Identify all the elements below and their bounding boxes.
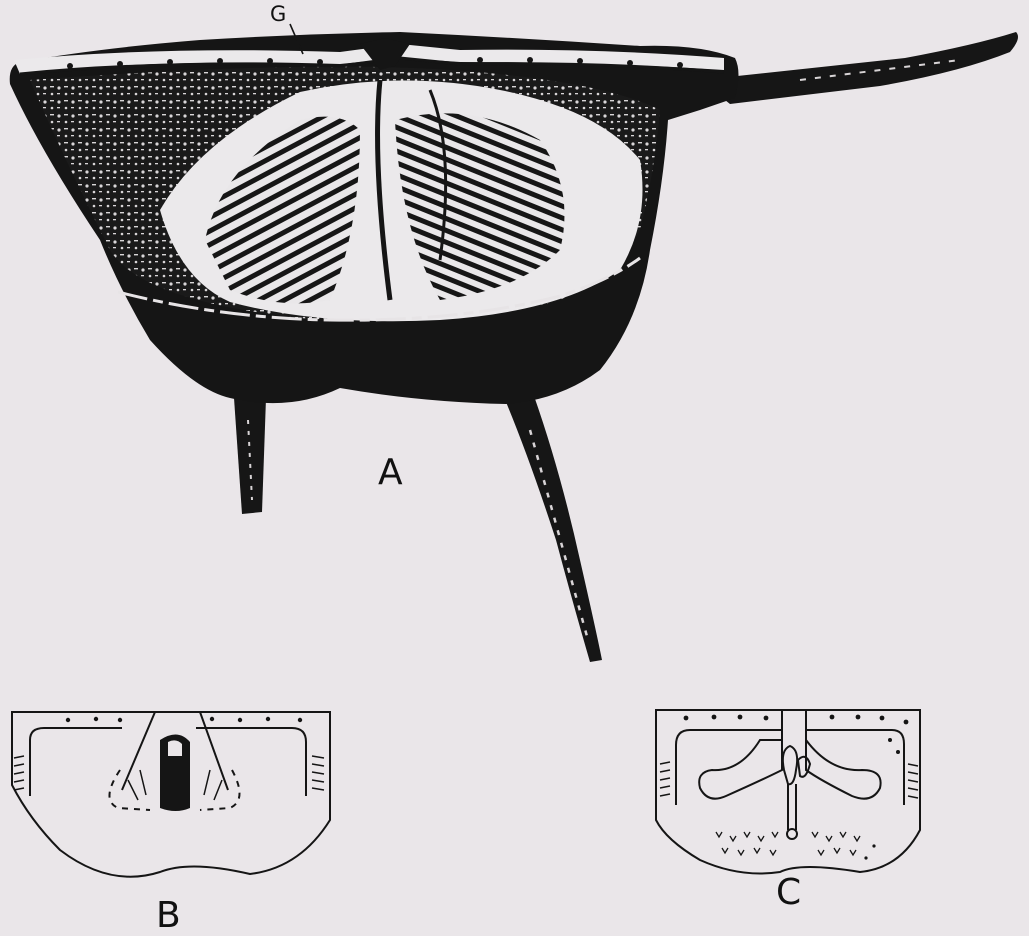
label-g: G xyxy=(270,4,286,25)
lower-spine xyxy=(506,396,602,662)
label-c: C xyxy=(776,875,801,911)
specimen-a xyxy=(10,32,1018,662)
diagram-b-dots xyxy=(66,717,302,722)
label-a: A xyxy=(378,455,403,491)
diagram-c xyxy=(656,710,920,874)
label-b: B xyxy=(156,898,181,934)
right-spine xyxy=(700,32,1018,104)
